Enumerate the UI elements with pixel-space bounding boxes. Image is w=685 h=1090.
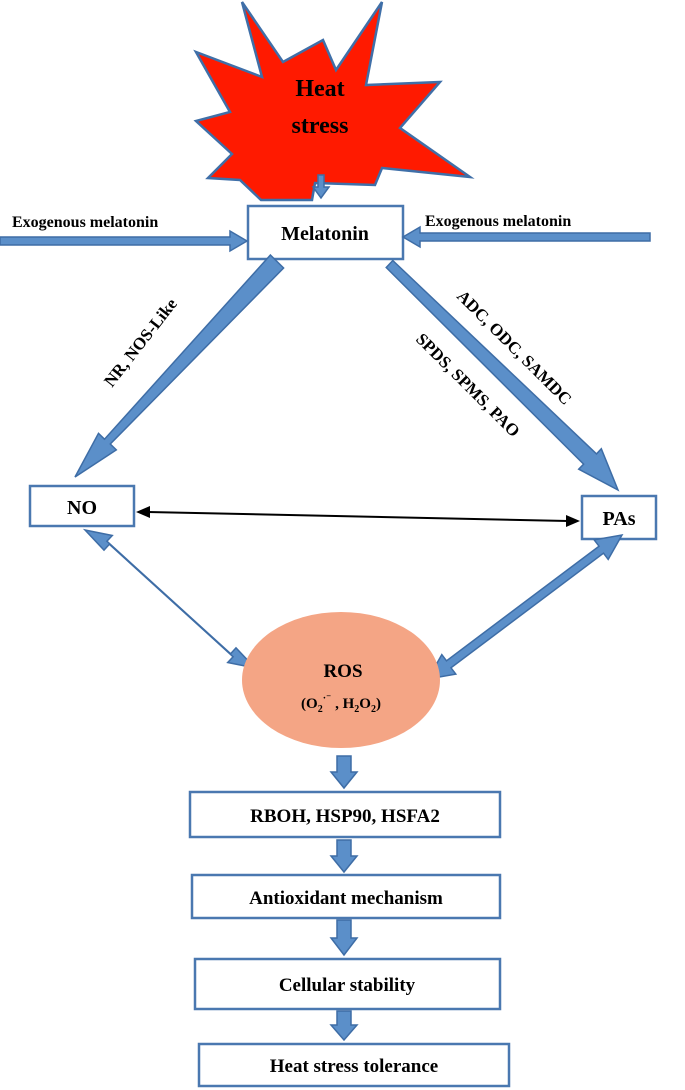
melatonin-label: Melatonin [281, 223, 369, 245]
arrow-melatonin-to-no [74, 253, 285, 478]
no-label: NO [67, 497, 97, 519]
arrow-no-pas-link [147, 511, 569, 522]
arrow-cellular-to-tolerance [329, 1010, 359, 1042]
no-box [28, 484, 136, 528]
arrow-exogenous-right [401, 225, 651, 249]
ros-label: ROS [323, 661, 362, 682]
arrow-no-ros [82, 528, 258, 670]
arrow-heat-to-melatonin [311, 174, 331, 200]
cellular-stability-label: Cellular stability [279, 975, 416, 996]
ros-species-label: (O2·⁻ , H2O2) [301, 693, 381, 715]
arrow-rboh-to-antioxidant [329, 839, 359, 874]
exogenous-left-label: Exogenous melatonin [12, 214, 158, 231]
arrow-no-pas-head-left [136, 506, 150, 518]
pas-label: PAs [603, 508, 636, 530]
ros-ellipse [242, 612, 440, 748]
heat-stress-title-line1: Heat [295, 76, 344, 102]
arrow-pas-ros [426, 533, 624, 681]
exogenous-right-label: Exogenous melatonin [425, 213, 571, 230]
antioxidant-mechanism-box [190, 873, 502, 920]
arrow-no-pas-head-right [566, 515, 580, 527]
melatonin-box [246, 204, 405, 261]
heat-stress-tolerance-box [197, 1042, 511, 1088]
rboh-hsp90-hsfa2-box [188, 790, 502, 839]
arrow-exogenous-left [0, 229, 249, 253]
heat-stress-starburst [193, 1, 475, 202]
heat-stress-tolerance-label: Heat stress tolerance [270, 1056, 438, 1077]
heat-stress-title-line2: stress [292, 113, 349, 139]
arrow-ros-to-rboh [329, 755, 359, 790]
antioxidant-mechanism-label: Antioxidant mechanism [249, 888, 443, 909]
cellular-stability-box [193, 957, 502, 1011]
arrow-antioxidant-to-cellular [329, 919, 359, 957]
rboh-hsp90-hsfa2-label: RBOH, HSP90, HSFA2 [250, 806, 440, 827]
arrow-melatonin-to-pas [385, 259, 620, 492]
